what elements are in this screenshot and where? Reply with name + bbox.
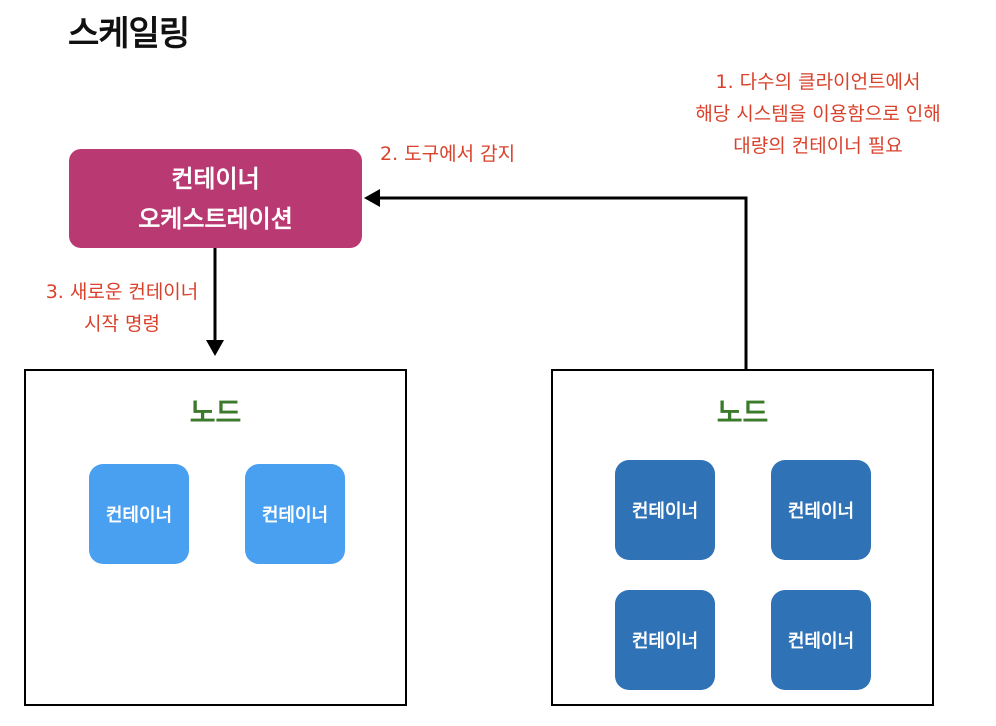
orchestration-line-1: 컨테이너 [171,164,260,193]
container-existing-4: 컨테이너 [771,590,871,690]
orchestration-box: 컨테이너 오케스트레이션 [69,149,362,248]
container-existing-1: 컨테이너 [615,460,715,560]
detection-arrow-head [364,189,380,207]
annotation-step-1-line-3: 대량의 컨테이너 필요 [733,135,903,157]
command-arrow-head [206,340,224,356]
container-existing-3: 컨테이너 [615,590,715,690]
annotation-step-3-line-1: 3. 새로운 컨테이너 [45,281,199,303]
node-right: 노드 컨테이너 컨테이너 컨테이너 컨테이너 [551,369,934,706]
annotation-step-1-line-1: 1. 다수의 클라이언트에서 [715,71,921,93]
annotation-step-1: 1. 다수의 클라이언트에서 해당 시스템을 이용함으로 인해 대량의 컨테이너… [650,66,986,162]
annotation-step-1-line-2: 해당 시스템을 이용함으로 인해 [695,103,941,125]
detection-arrow-line [378,196,748,369]
annotation-step-3: 3. 새로운 컨테이너 시작 명령 [22,276,222,340]
container-new-2: 컨테이너 [245,464,345,564]
node-left: 노드 컨테이너 컨테이너 [24,369,407,706]
orchestration-line-2: 오케스트레이션 [138,204,293,233]
annotation-step-3-line-2: 시작 명령 [84,313,160,335]
node-left-title: 노드 [189,396,242,429]
container-existing-2: 컨테이너 [771,460,871,560]
node-right-title: 노드 [716,396,769,429]
container-new-1: 컨테이너 [89,464,189,564]
annotation-step-2: 2. 도구에서 감지 [380,143,516,165]
diagram-title: 스케일링 [68,14,190,54]
